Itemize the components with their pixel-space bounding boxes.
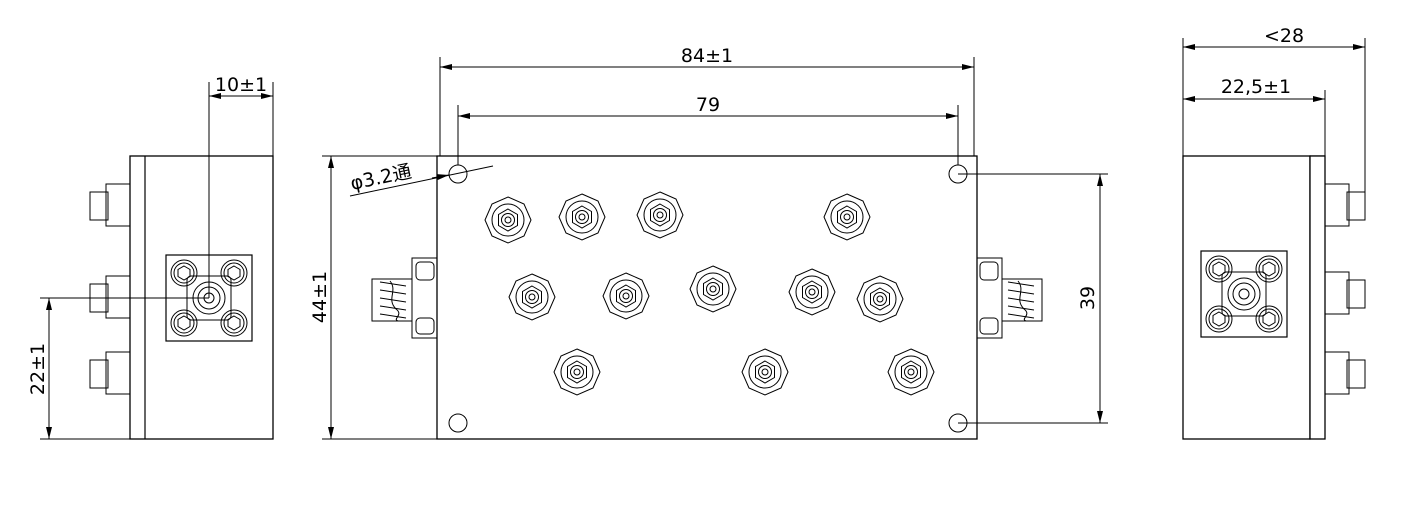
front-view-housing	[436, 155, 978, 440]
left-width-dimension: 10±1	[215, 74, 267, 96]
max-depth-dimension: <28	[1264, 25, 1304, 47]
right-view-housing	[1182, 155, 1311, 440]
left-sma-connector	[371, 257, 438, 339]
height-dimension: 44±1	[309, 271, 331, 323]
right-sma-connector	[976, 257, 1043, 339]
hole-spacing-x-dimension: 79	[696, 94, 720, 116]
left-side-view: 10±1 22±1	[27, 74, 274, 440]
front-view: 84±1 79 44±1 39 φ3.2通	[309, 45, 1108, 440]
left-view-screw-heads	[89, 183, 131, 395]
right-view-screw-heads	[1324, 183, 1366, 395]
hole-spacing-y-dimension: 39	[1077, 286, 1099, 310]
left-height-dimension: 22±1	[27, 343, 49, 395]
right-view-lid	[1309, 155, 1326, 440]
right-side-view: <28 22,5±1	[1182, 25, 1366, 440]
total-length-dimension: 84±1	[681, 45, 733, 67]
depth-dimension: 22,5±1	[1221, 76, 1291, 98]
